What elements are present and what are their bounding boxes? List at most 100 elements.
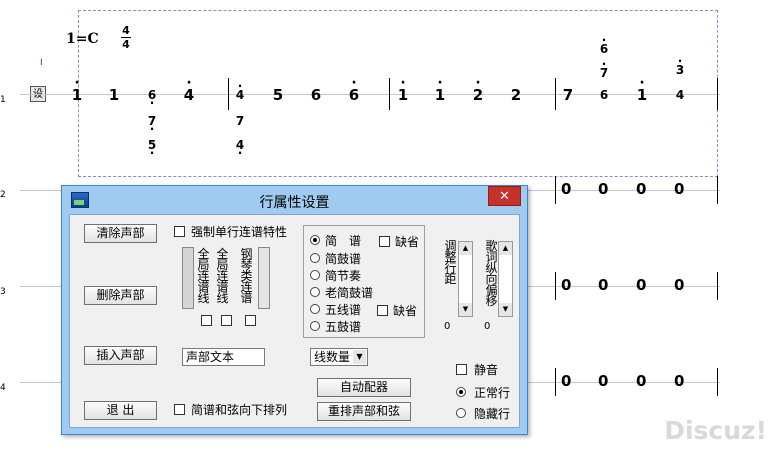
note: 6 [310,86,322,104]
scroll-down-icon[interactable]: ▼ [499,303,512,316]
note: 2 [471,76,485,104]
offset-value: 0 [484,321,491,332]
notation-old-drum-radio[interactable] [310,287,320,297]
voice-text-input[interactable]: 声部文本 [182,348,265,366]
notation-staff-drum-radio[interactable] [310,321,320,331]
time-sig-top: 4 [122,24,130,37]
rest-note: 0 [674,372,685,390]
note: 1 [108,86,120,104]
dialog-body: 清除声部 删除声部 插入声部 退 出 强制单行连谱特性 全局连谱线 全局连谱线 … [69,214,520,428]
rest-note: 0 [674,180,685,198]
app-icon [71,192,89,208]
spacing-scrollbar[interactable]: ▲ ▼ [458,241,473,317]
barline [717,368,718,396]
watermark-logo: Discuz! [664,416,767,445]
rest-note: 0 [598,276,609,294]
exit-button[interactable]: 退 出 [84,401,157,420]
close-button[interactable]: ✕ [488,186,521,206]
rest-note: 0 [636,180,647,198]
rest-note: 0 [636,372,647,390]
lyric-offset-label: 歌词纵向偏移 [485,239,498,308]
chevron-down-icon[interactable]: ▼ [353,350,366,364]
staff-line-1 [20,94,720,95]
note: 4 [234,138,246,160]
jianpu-default-checkbox[interactable] [379,236,390,247]
time-signature: 4 4 [120,24,132,51]
rest-note: 0 [561,372,572,390]
notation-jiangu-radio[interactable] [310,253,320,263]
barline [555,176,556,204]
note: 7 [235,114,245,128]
mute-label: 静音 [474,363,499,377]
rest-note: 0 [598,372,609,390]
spacing-value: 0 [444,321,451,332]
scroll-down-icon[interactable]: ▼ [459,303,472,316]
mute-checkbox[interactable] [456,364,467,375]
dialog-title: 行属性设置 [259,195,330,211]
note: 1 [433,76,447,104]
notation-staff-drum-label: 五鼓谱 [325,320,362,334]
full-brace-checkbox[interactable] [221,315,232,326]
hidden-row-label: 隐藏行 [474,407,511,421]
note: 4 [675,88,685,102]
rest-note: 0 [598,180,609,198]
line-count-dropdown[interactable]: 线数量 ▼ [310,348,368,366]
rest-note: 0 [636,276,647,294]
row-number-1: 1 [0,95,6,105]
normal-row-radio[interactable] [456,387,466,397]
barline [555,78,556,110]
row-number-3: 3 [0,287,6,297]
note: 6 [599,88,609,102]
adjust-spacing-label: 调整行距 [444,239,457,286]
hidden-row-radio[interactable] [456,408,466,418]
note: 7 [562,86,574,104]
note: 1 [396,76,410,104]
barline [228,78,229,110]
auto-config-button[interactable]: 自动配器 [317,378,411,397]
note: 2 [510,86,522,104]
full-bracket-label: 全局连谱线 [197,247,210,305]
note: 6 [598,33,610,56]
notation-jianpu-radio[interactable] [310,235,320,245]
notation-rhythm-label: 简节奏 [325,269,362,283]
piano-brace-preview [258,247,270,309]
note: 1 [635,76,649,104]
cursor-marker: I [40,58,43,68]
barline [389,78,390,110]
rest-note: 0 [674,276,685,294]
line-count-value: 线数量 [314,350,351,364]
rest-note: 0 [561,276,572,294]
clear-voice-button[interactable]: 清除声部 [84,224,157,243]
chord-down-label: 简谱和弦向下排列 [191,403,288,417]
bracket-preview [182,247,194,309]
delete-voice-button[interactable]: 删除声部 [84,286,157,305]
insert-voice-button[interactable]: 插入声部 [84,346,157,365]
scroll-up-icon[interactable]: ▲ [459,242,472,255]
row-number-4: 4 [0,383,6,393]
notation-rhythm-radio[interactable] [310,270,320,280]
staff-default-label: 缺省 [393,304,418,318]
full-bracket-checkbox[interactable] [201,315,212,326]
piano-brace-checkbox[interactable] [245,315,256,326]
force-single-line-label: 强制单行连谱特性 [191,225,288,239]
notation-staff-radio[interactable] [310,304,320,314]
barline [555,368,556,396]
note: 3 [674,54,686,77]
barline [717,272,718,300]
notation-staff-label: 五线谱 [325,303,362,317]
lyric-offset-scrollbar[interactable]: ▲ ▼ [498,241,513,317]
rest-note: 0 [561,180,572,198]
row-number-2: 2 [0,190,6,200]
notation-old-drum-label: 老简鼓谱 [325,286,374,300]
dialog-titlebar[interactable]: 行属性设置 ✕ [62,186,527,214]
rearrange-voices-button[interactable]: 重排声部和弦 [317,402,411,421]
barline [555,272,556,300]
piano-brace-label: 钢琴类连谱 [240,247,253,305]
key-signature: 1=C [66,31,99,47]
staff-default-checkbox[interactable] [377,305,388,316]
force-single-line-checkbox[interactable] [174,226,185,237]
scroll-up-icon[interactable]: ▲ [499,242,512,255]
note: 7 [598,57,610,80]
note: 7 [146,114,158,136]
chord-down-checkbox[interactable] [174,404,185,415]
